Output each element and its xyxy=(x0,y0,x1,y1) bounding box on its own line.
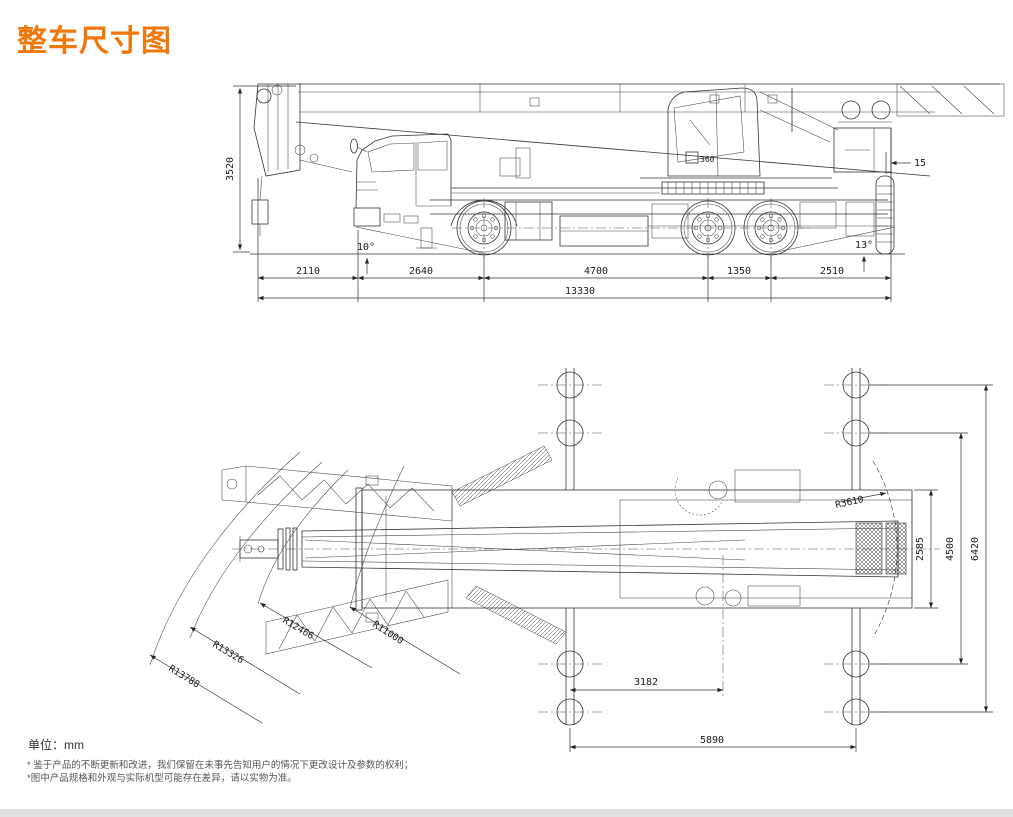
departure-angle-label: 13° xyxy=(855,240,873,251)
wheels-side xyxy=(452,175,895,258)
side-view-dimensions: 3520 2110 2640 4700 1350 2510 13330 xyxy=(225,85,926,302)
side-view-drawing: 360 xyxy=(225,83,1005,302)
slewing-ring xyxy=(661,181,765,195)
dim-outrigger-span-full: 6420 xyxy=(970,537,981,561)
stowed-jib-side xyxy=(896,83,1005,117)
outriggers-plan xyxy=(538,368,888,726)
approach-angle-label: 10° xyxy=(357,242,375,253)
dim-cab-to-axle: 2640 xyxy=(409,266,433,277)
deck-machinery-plan xyxy=(674,469,907,697)
dim-rear-overhang: 2510 xyxy=(820,266,844,277)
operator-cab xyxy=(667,87,761,177)
winch-drum-icon xyxy=(871,100,891,120)
fuel-tank xyxy=(504,201,553,241)
exhaust-stack xyxy=(515,147,531,179)
dim-outrigger-base: 5890 xyxy=(700,735,724,746)
dim-outrigger-to-slew-center: 3182 xyxy=(634,677,658,688)
brand-badge-icon xyxy=(685,151,699,164)
cab-jack xyxy=(420,227,433,249)
superstructure-deck-plan xyxy=(619,499,913,599)
counterweight-plan xyxy=(855,522,883,575)
jib-chord-hatched xyxy=(451,445,553,507)
bottom-divider-bar xyxy=(0,809,1013,817)
front-bumper xyxy=(353,207,381,227)
spare-tire-tread xyxy=(877,185,893,243)
superstructure-side: 360 xyxy=(640,83,1005,262)
dim-front-overhang: 2110 xyxy=(296,266,320,277)
mirror-icon xyxy=(350,138,358,154)
turning-radius-label-3: R12466 xyxy=(280,615,315,642)
rear-outrigger-cylinder xyxy=(845,201,875,237)
truck-cab-side xyxy=(350,133,518,249)
dim-outrigger-span-mid: 4500 xyxy=(945,537,956,561)
cab-badge-label: 360 xyxy=(700,155,715,164)
dim-body-width: 2585 xyxy=(915,537,926,561)
turning-radius-label-1: R13788 xyxy=(166,663,201,690)
turning-radius-label-2: R13326 xyxy=(210,639,245,666)
top-view-dimensions: 2585 4500 6420 3182 5890 xyxy=(569,384,993,752)
tail-swing-arc xyxy=(872,460,898,638)
tail-swing-radius-label: R3610 xyxy=(834,494,865,511)
mirror-plan xyxy=(365,475,379,486)
front-bumper-plan xyxy=(355,487,363,611)
unit-label: 单位：mm xyxy=(28,738,84,752)
footnote-2: *图中产品规格和外观与实际机型可能存在差异，请以实物为准。 xyxy=(27,773,297,784)
boom-plan xyxy=(239,520,899,578)
dim-rear-gap: 15 xyxy=(914,158,926,169)
dim-overall-length: 13330 xyxy=(565,286,595,297)
turning-radius-label-4: R11000 xyxy=(370,619,405,647)
top-view-drawing: R13788 R13326 R12466 R11000 R3610 2585 4… xyxy=(149,368,993,752)
chassis-side xyxy=(430,147,888,247)
angle-lines: 10° 13° xyxy=(355,226,896,274)
dim-overall-height: 3520 xyxy=(225,157,236,181)
spare-tire xyxy=(875,175,895,255)
boom-side xyxy=(295,83,1000,177)
counterweight-plan xyxy=(885,522,907,575)
fly-jib-lower-plan xyxy=(265,579,567,655)
turning-radius-arcs: R13788 R13326 R12466 R11000 R3610 xyxy=(149,451,898,724)
mirror-plan xyxy=(365,612,379,623)
fly-jib-upper-plan xyxy=(221,445,553,522)
boom-head-side xyxy=(251,83,353,236)
page-title: 整车尺寸图 xyxy=(17,25,172,58)
jib-chord-hatched xyxy=(465,585,567,645)
winch-drum-icon xyxy=(841,100,861,120)
dim-wheelbase: 4700 xyxy=(584,266,608,277)
dim-rear-axle-spacing: 1350 xyxy=(727,266,751,277)
footnote-1: * 鉴于产品的不断更新和改进，我们保留在未事先告知用户的情况下更改设计及参数的权… xyxy=(27,760,414,771)
